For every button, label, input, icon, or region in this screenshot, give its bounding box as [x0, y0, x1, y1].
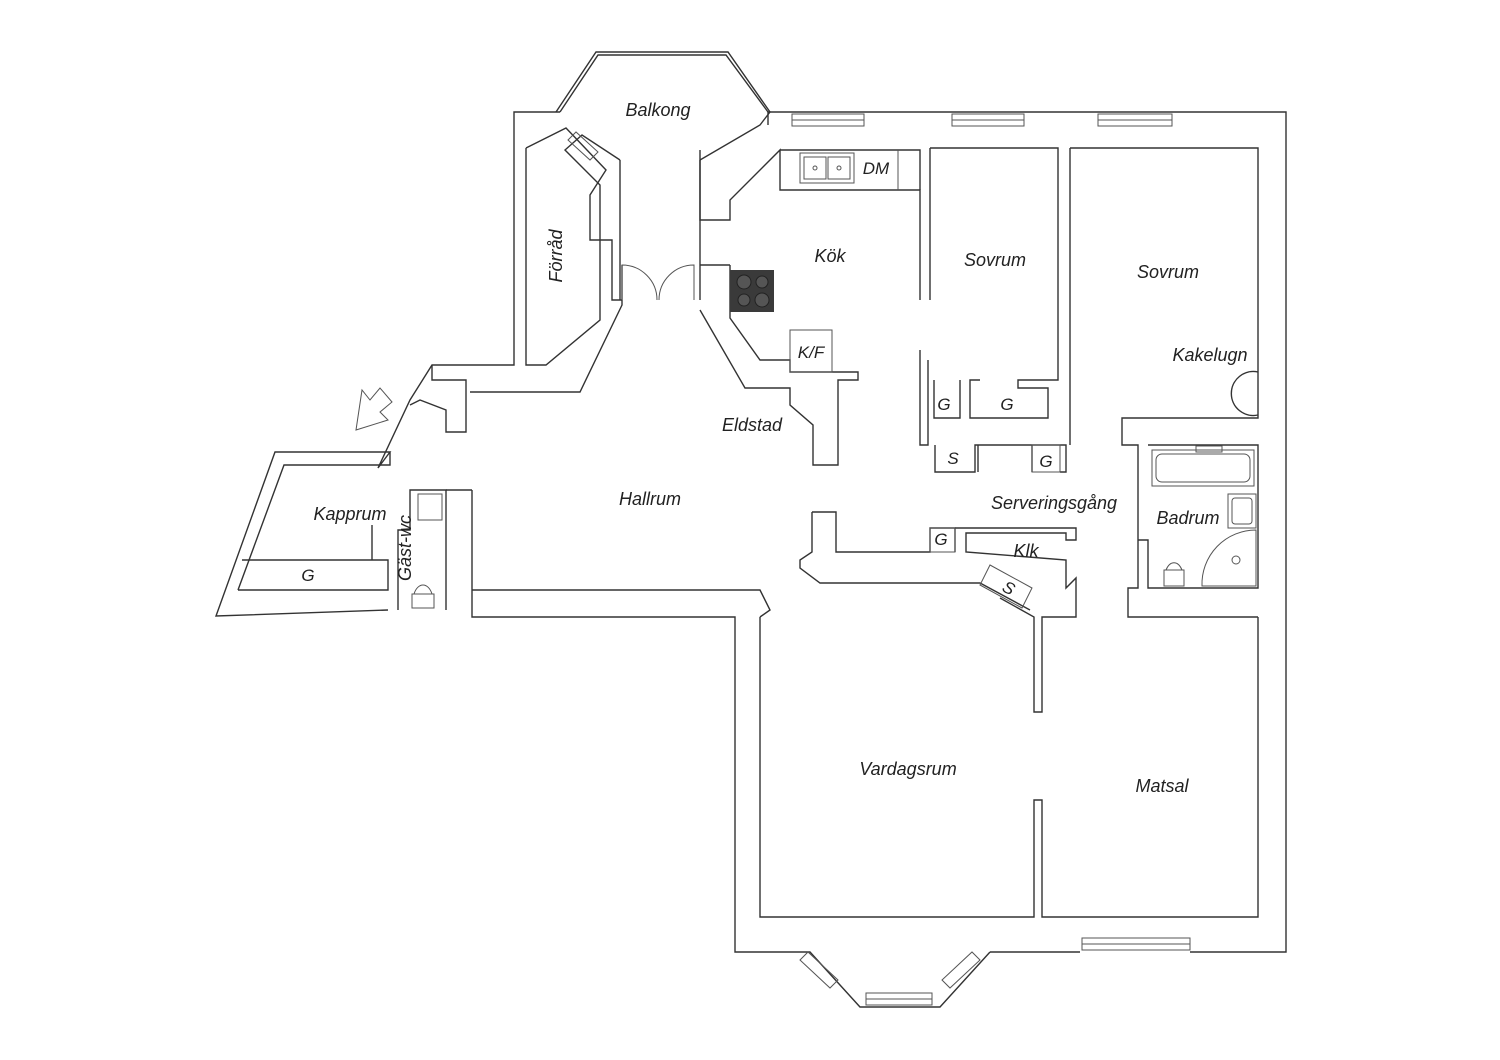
balcony-doors: [621, 264, 695, 301]
label-g-hall: G: [1039, 452, 1052, 471]
label-kok: Kök: [814, 246, 846, 266]
label-klk: Klk: [1013, 541, 1039, 561]
kakelugn-icon: [1230, 370, 1259, 417]
balcony: [555, 51, 771, 300]
label-dm: DM: [863, 159, 890, 178]
closets: [789, 329, 1061, 609]
toilet-icon: [1163, 562, 1185, 587]
label-eldstad: Eldstad: [722, 415, 783, 435]
label-serveringsgang: Serveringsgång: [991, 493, 1117, 513]
label-gastwc: Gäst-wc: [395, 515, 415, 581]
label-matsal: Matsal: [1135, 776, 1189, 796]
outer-walls: [214, 54, 1287, 1008]
label-g-kapprum: G: [301, 566, 314, 585]
label-forrad: Förråd: [546, 229, 566, 283]
label-badrum: Badrum: [1156, 508, 1219, 528]
label-kakelugn: Kakelugn: [1172, 345, 1247, 365]
label-sovrum-2: Sovrum: [1137, 262, 1199, 282]
label-s-klk: S: [999, 577, 1019, 599]
label-vardagsrum: Vardagsrum: [859, 759, 956, 779]
label-g-serveringsgang: G: [934, 530, 947, 549]
stove-icon: [730, 270, 774, 312]
entrance-arrow-icon: [355, 387, 393, 431]
kitchen-sink-icon: [799, 152, 855, 184]
windows: [567, 113, 1191, 1006]
washbasin-icon: [1227, 493, 1257, 529]
label-kf: K/F: [798, 343, 826, 362]
label-balkong: Balkong: [625, 100, 690, 120]
bathtub-icon: [1151, 445, 1255, 487]
label-hallrum: Hallrum: [619, 489, 681, 509]
guest-toilet-icon: [411, 493, 443, 609]
shower-icon: [1201, 529, 1257, 587]
inner-walls: [237, 127, 1259, 918]
label-g-sovrum-a: G: [937, 395, 950, 414]
label-kapprum: Kapprum: [313, 504, 386, 524]
label-g-sovrum-b: G: [1000, 395, 1013, 414]
label-s-hall: S: [947, 449, 959, 468]
label-sovrum-1: Sovrum: [964, 250, 1026, 270]
